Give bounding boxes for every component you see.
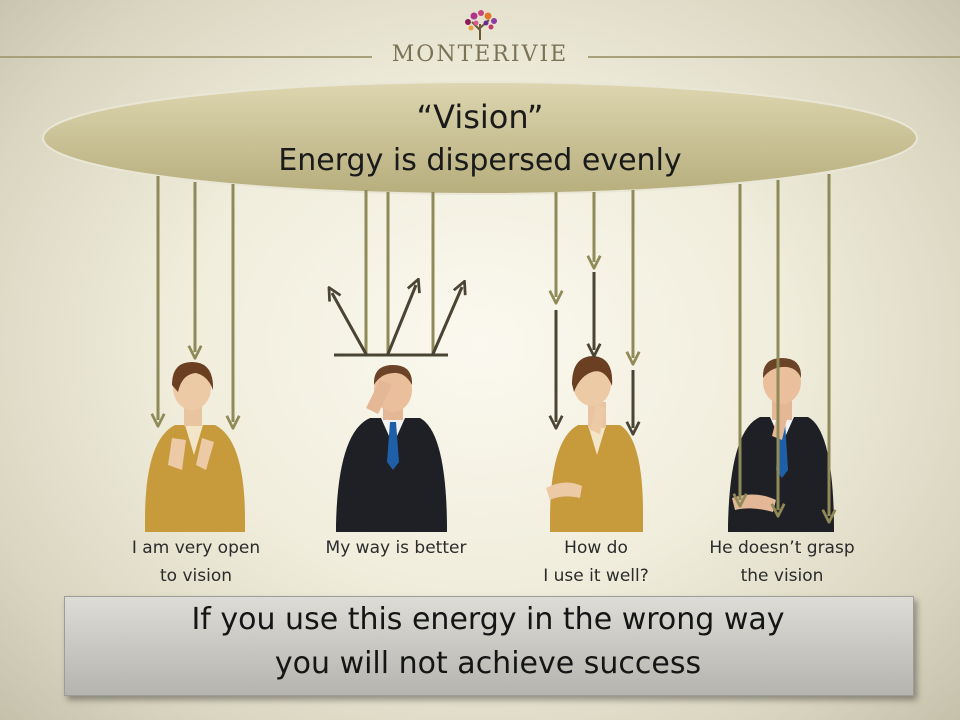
caption-line: to vision bbox=[159, 566, 232, 586]
brand-name: MONTERIVIE bbox=[391, 42, 569, 67]
caption-confused: He doesn’t grasp the vision bbox=[682, 534, 882, 590]
arrows-thinking-bottom bbox=[556, 272, 633, 428]
caption-stubborn: My way is better bbox=[296, 534, 496, 562]
conclusion-line-1: If you use this energy in the wrong way bbox=[191, 602, 785, 637]
person-stubborn-man bbox=[336, 365, 447, 532]
person-thinking-woman bbox=[546, 356, 644, 532]
deflected-rays bbox=[332, 285, 462, 357]
arrows-open bbox=[158, 176, 233, 422]
header-rule-left bbox=[0, 56, 372, 58]
arrows-deflected bbox=[364, 190, 435, 354]
caption-line: the vision bbox=[740, 566, 824, 586]
tree-icon bbox=[465, 10, 497, 40]
arrows-passing bbox=[740, 174, 829, 516]
caption-line: I am very open bbox=[131, 538, 261, 558]
arrows-thinking-top bbox=[556, 190, 633, 358]
person-confused-man bbox=[728, 358, 834, 532]
brand-logo: MONTERIVIE bbox=[340, 8, 620, 67]
vision-subtitle: Energy is dispersed evenly bbox=[278, 143, 682, 178]
ray bbox=[431, 287, 462, 355]
vision-title: “Vision” bbox=[416, 98, 544, 136]
caption-open: I am very open to vision bbox=[96, 534, 296, 590]
header-rule-right bbox=[588, 56, 960, 58]
person-open-woman bbox=[145, 362, 245, 532]
conclusion-box bbox=[64, 596, 914, 696]
caption-thinking: How do I use it well? bbox=[496, 534, 696, 590]
ray bbox=[332, 293, 368, 355]
vision-ellipse bbox=[42, 81, 918, 195]
caption-line: He doesn’t grasp bbox=[709, 538, 855, 558]
caption-line: How do bbox=[564, 538, 628, 558]
conclusion-line-2: you will not achieve success bbox=[274, 646, 702, 681]
ray bbox=[386, 285, 416, 355]
caption-line: My way is better bbox=[325, 538, 467, 558]
caption-line: I use it well? bbox=[543, 566, 649, 586]
